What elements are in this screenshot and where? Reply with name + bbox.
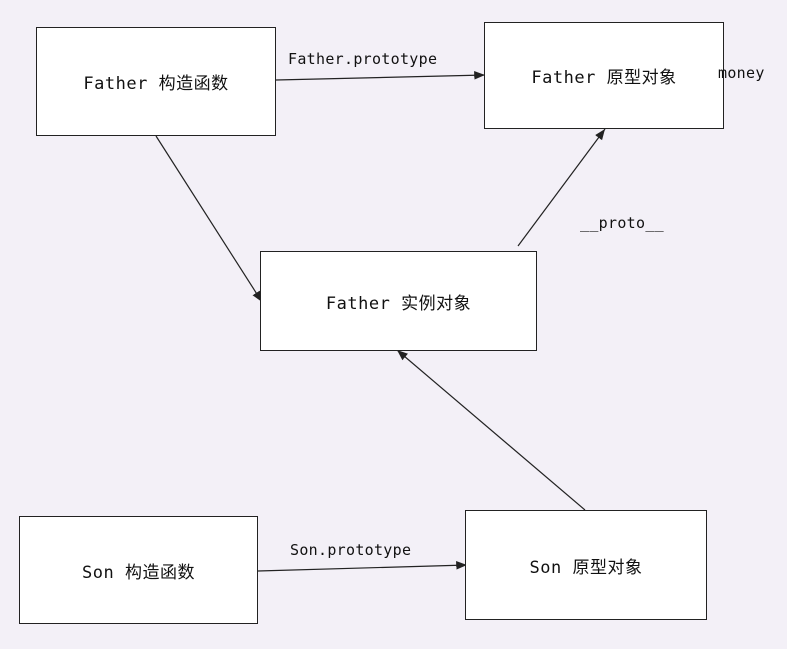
father-prototype-edge-label: Father.prototype — [288, 50, 438, 68]
edge-son-prototype-to-father-instance — [396, 349, 586, 511]
edge-father-constructor-to-father-prototype — [275, 70, 486, 81]
father-prototype-label: Father 原型对象 — [531, 68, 677, 88]
father-constructor-label: Father 构造函数 — [83, 74, 229, 94]
edge-father-constructor-to-father-instance — [155, 135, 263, 303]
money-label: money — [718, 64, 765, 82]
edge-father-instance-to-father-prototype — [517, 128, 606, 247]
son-constructor-label: Son 构造函数 — [82, 562, 195, 583]
son-prototype-label: Son 原型对象 — [529, 557, 643, 578]
father-constructor-box: Father 构造函数 — [36, 27, 276, 136]
father-instance-box: Father 实例对象 — [260, 251, 537, 351]
father-instance-label: Father 实例对象 — [325, 293, 472, 314]
proto-label: __proto__ — [580, 214, 664, 232]
son-prototype-edge-label: Son.prototype — [290, 541, 412, 559]
father-prototype-box: Father 原型对象 — [484, 22, 724, 129]
son-constructor-box: Son 构造函数 — [19, 516, 258, 624]
son-prototype-box: Son 原型对象 — [465, 510, 707, 620]
edge-son-constructor-to-son-prototype — [257, 560, 468, 572]
